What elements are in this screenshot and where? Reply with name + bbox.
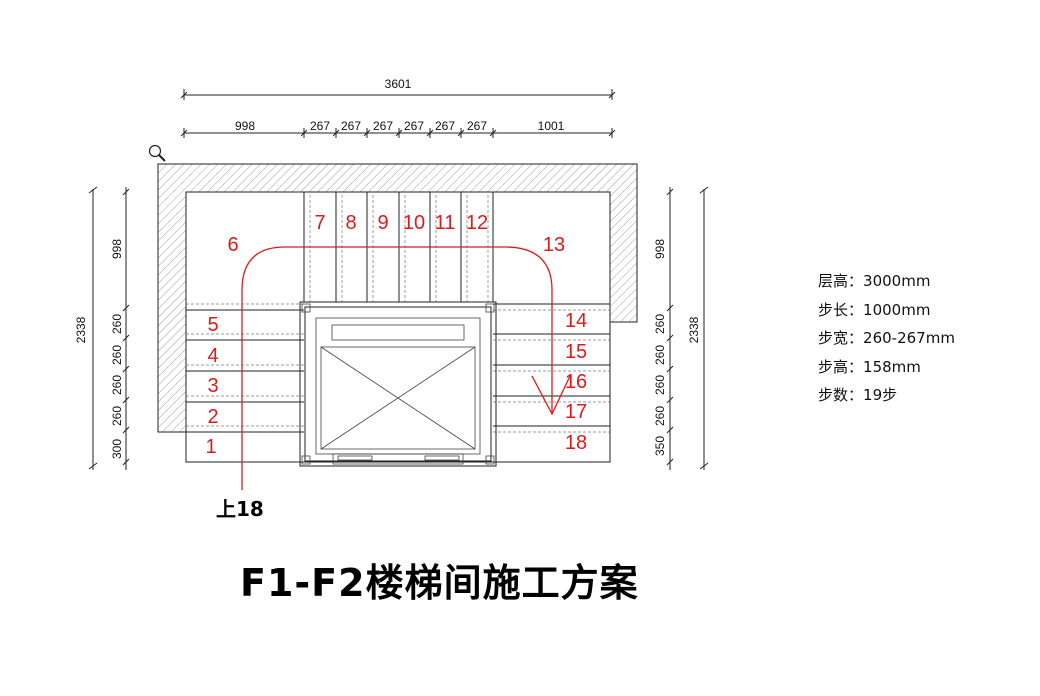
stair-outline [185, 191, 611, 463]
dim-left-row: 260 [110, 314, 124, 334]
up-direction-label: 上18 [216, 497, 264, 521]
dim-seg-5: 267 [404, 119, 424, 133]
step-number: 2 [207, 406, 218, 428]
spec-row: 步长：1000mm [818, 300, 931, 319]
step-number: 9 [377, 212, 388, 234]
spec-value: 1000mm [863, 300, 931, 319]
spec-row: 步高：158mm [818, 357, 921, 376]
dim-seg-6: 267 [435, 119, 455, 133]
spec-row: 步数：19步 [818, 386, 898, 404]
step-number: 4 [207, 345, 218, 367]
step-number: 18 [565, 432, 587, 454]
dim-left-row: 998 [110, 239, 124, 259]
spec-label: 步长 [818, 300, 849, 319]
step-number: 6 [227, 234, 238, 256]
step-number: 10 [403, 212, 425, 234]
dim-seg-2: 267 [310, 119, 330, 133]
step-number: 5 [207, 314, 218, 336]
dim-total-width: 3601 [385, 77, 412, 91]
dim-left-row: 260 [110, 345, 124, 365]
step-number: 14 [565, 310, 587, 332]
step-number: 11 [435, 212, 456, 234]
dim-right-total: 2338 [687, 316, 701, 343]
dim-right-row: 260 [653, 406, 667, 426]
walk-line [241, 246, 553, 490]
step-number: 1 [205, 436, 216, 458]
spec-list: 层高：3000mm 步长：1000mm 步宽：260-267mm 步高：158m… [818, 270, 955, 413]
spec-label: 层高 [818, 272, 849, 290]
dim-right-row: 260 [653, 345, 667, 365]
left-flight [186, 303, 304, 433]
dim-left-row: 300 [110, 439, 124, 459]
right-dimensions: 998 260 260 260 260 350 2338 [653, 186, 709, 470]
dim-right-row: 998 [653, 239, 667, 259]
dim-seg-3: 267 [341, 119, 361, 133]
spec-label: 步宽 [818, 329, 849, 347]
dim-seg-4: 267 [373, 119, 393, 133]
spec-row: 层高：3000mm [818, 272, 931, 290]
step-number: 16 [565, 371, 587, 393]
spec-value: 3000mm [863, 272, 931, 290]
top-total-dimension: 3601 [180, 77, 616, 100]
spec-label: 步数 [818, 386, 849, 404]
top-segment-dimension: 998 267 267 267 267 267 267 1001 [180, 119, 616, 138]
step-number: 7 [314, 212, 325, 234]
step-number: 12 [466, 212, 488, 234]
left-dimensions: 2338 998 260 260 260 260 300 [74, 186, 130, 470]
step-numbers: 1 2 3 4 5 6 7 8 9 10 11 12 13 14 15 16 1… [205, 212, 587, 458]
dim-left-row: 260 [110, 375, 124, 395]
dim-right-row: 260 [653, 375, 667, 395]
spec-value: 260-267mm [863, 329, 955, 347]
spec-label: 步高 [818, 357, 849, 376]
step-number: 13 [543, 234, 565, 256]
step-number: 17 [565, 401, 587, 423]
dim-seg-8: 1001 [538, 119, 565, 133]
elevator-shaft [299, 301, 497, 467]
magnifier-icon [148, 144, 166, 162]
dim-seg-7: 267 [467, 119, 487, 133]
step-number: 3 [207, 375, 218, 397]
spec-value: 19步 [863, 386, 898, 404]
dim-right-row: 350 [653, 436, 667, 456]
step-number: 8 [345, 212, 356, 234]
dim-left-row: 260 [110, 406, 124, 426]
spec-row: 步宽：260-267mm [818, 329, 955, 347]
dim-seg-1: 998 [235, 119, 255, 133]
dim-left-total: 2338 [74, 316, 88, 343]
page-title: F1-F2楼梯间施工方案 [240, 561, 639, 605]
spec-value: 158mm [863, 357, 921, 376]
walk-arrow-icon [531, 375, 571, 416]
step-number: 15 [565, 341, 587, 363]
dim-right-row: 260 [653, 314, 667, 334]
